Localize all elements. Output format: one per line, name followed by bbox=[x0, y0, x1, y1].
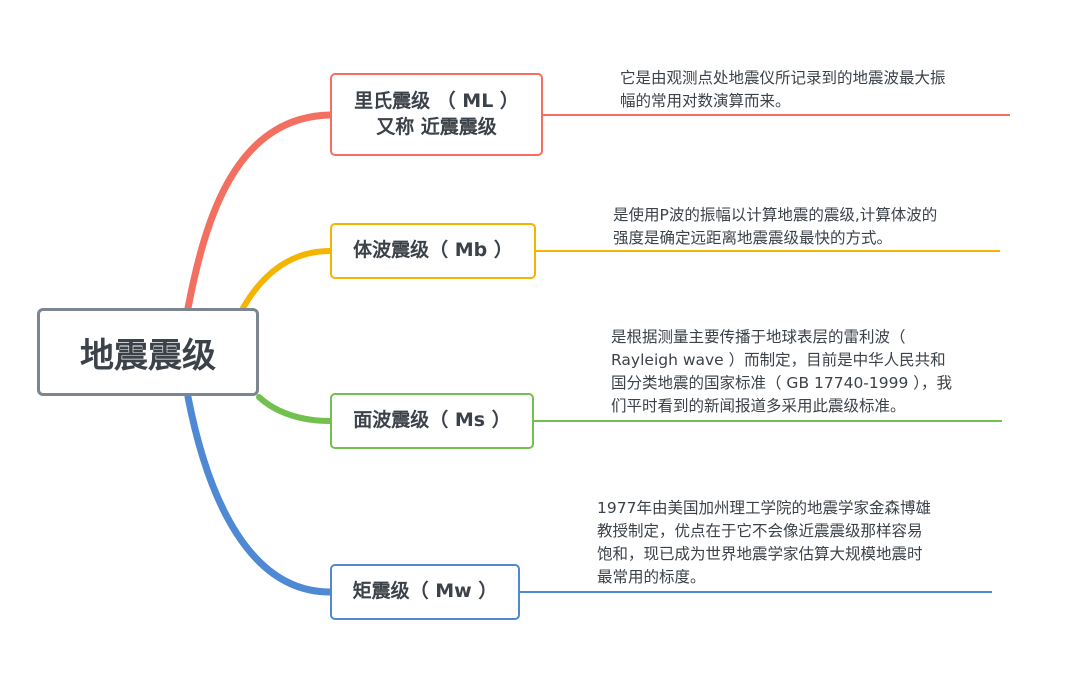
branch-description-ml: 它是由观测点处地震仪所记录到的地震波最大振 幅的常用对数演算而来。 bbox=[620, 67, 1015, 113]
branch-label: 矩震级（ Mw ） bbox=[352, 580, 498, 603]
description-line: 是根据测量主要传播于地球表层的雷利波（ bbox=[611, 328, 906, 346]
description-line: 们平时看到的新闻报道多采用此震级标准。 bbox=[611, 397, 906, 415]
description-line: 国分类地震的国家标准（ GB 17740-1999 ），我 bbox=[611, 374, 953, 392]
branch-label: 里氏震级 （ ML ） bbox=[354, 89, 519, 112]
connector-ms bbox=[256, 394, 333, 424]
connector-mw bbox=[184, 393, 334, 596]
root-node[interactable]: 地震震级 bbox=[37, 308, 259, 396]
branch-label: 体波震级（ Mb ） bbox=[353, 239, 513, 262]
branch-node-ms[interactable]: 面波震级（ Ms ） bbox=[330, 393, 534, 449]
description-line: 教授制定，优点在于它不会像近震震级那样容易 bbox=[597, 522, 923, 540]
branch-node-ml[interactable]: 里氏震级 （ ML ） 又称 近震震级 bbox=[330, 73, 543, 156]
branch-description-ms: 是根据测量主要传播于地球表层的雷利波（ Rayleigh wave ）而制定，目… bbox=[611, 326, 1006, 418]
branch-node-mw[interactable]: 矩震级（ Mw ） bbox=[330, 564, 520, 620]
connector-mb bbox=[240, 248, 333, 311]
description-line: Rayleigh wave ）而制定，目前是中华人民共和 bbox=[611, 351, 946, 369]
description-line: 幅的常用对数演算而来。 bbox=[620, 92, 791, 110]
branch-sublabel: 又称 近震震级 bbox=[376, 115, 497, 138]
branch-description-mw: 1977年由美国加州理工学院的地震学家金森博雄 教授制定，优点在于它不会像近震震… bbox=[597, 497, 992, 589]
description-line: 是使用P波的振幅以计算地震的震级,计算体波的 bbox=[613, 206, 938, 224]
description-line: 最常用的标度。 bbox=[597, 568, 706, 586]
description-line: 1977年由美国加州理工学院的地震学家金森博雄 bbox=[597, 499, 931, 517]
branch-label: 面波震级（ Ms ） bbox=[353, 409, 511, 432]
description-line: 饱和，现已成为世界地震学家估算大规模地震时 bbox=[597, 545, 923, 563]
connector-ml bbox=[184, 111, 334, 312]
root-label: 地震震级 bbox=[80, 335, 216, 376]
description-line: 它是由观测点处地震仪所记录到的地震波最大振 bbox=[620, 69, 946, 87]
description-line: 强度是确定远距离地震震级最快的方式。 bbox=[613, 229, 893, 247]
branch-description-mb: 是使用P波的振幅以计算地震的震级,计算体波的 强度是确定远距离地震震级最快的方式… bbox=[613, 204, 1008, 250]
branch-node-mb[interactable]: 体波震级（ Mb ） bbox=[330, 223, 536, 279]
